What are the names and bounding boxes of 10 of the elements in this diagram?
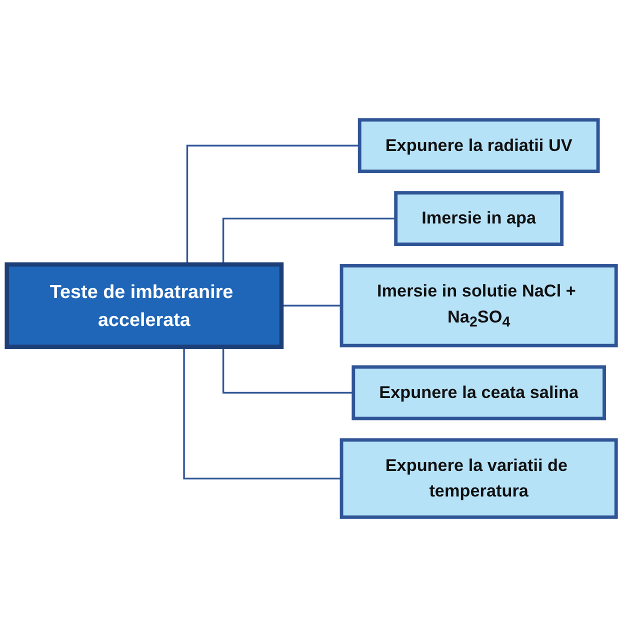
node-box: Teste de imbatranire accelerata (4, 262, 284, 350)
connector (186, 145, 360, 265)
node-box: Imersie in apa (394, 192, 564, 246)
node-box: Expunere la variatii de temperatura (340, 438, 618, 520)
node-box: Expunere la radiatii UV (358, 118, 600, 174)
connector (222, 347, 354, 394)
node-box: Expunere la ceata salina (352, 366, 606, 421)
connector (183, 347, 342, 480)
node-box: Imersie in solutie NaCl + Na$_{2}$SO$_{4}$ (340, 264, 618, 348)
connector (222, 218, 396, 265)
